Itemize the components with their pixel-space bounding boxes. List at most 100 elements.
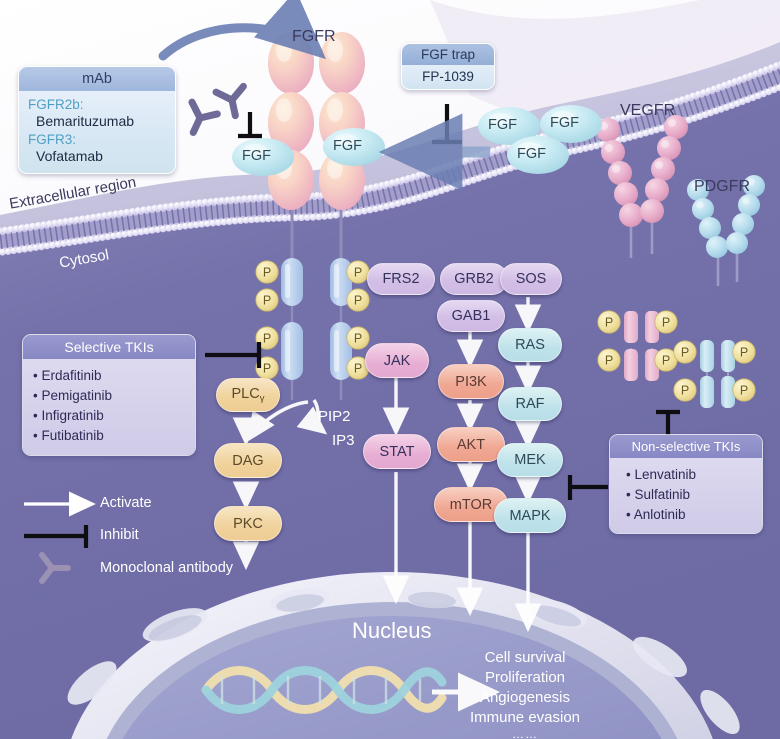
node-pi3k[interactable]: PI3K xyxy=(438,364,504,399)
vegfr-receptor xyxy=(596,115,688,258)
node-akt-label: AKT xyxy=(456,436,486,453)
node-raf-label: RAF xyxy=(515,396,545,412)
legend-antibody-label: Monoclonal antibody xyxy=(100,560,234,576)
svg-text:P: P xyxy=(354,294,362,308)
outcome-item: Angiogenesis xyxy=(479,689,571,707)
node-plc-gamma[interactable]: PLCγ xyxy=(216,378,280,412)
non-selective-tkis-header: Non-selective TKIs xyxy=(610,435,762,458)
node-mek[interactable]: MEK xyxy=(497,443,563,477)
selective-tkis-box[interactable]: Selective TKIs • Erdafitinib • Pemigatin… xyxy=(22,334,196,457)
node-mapk[interactable]: MAPK xyxy=(494,498,566,533)
node-frs2-label: FRS2 xyxy=(382,271,420,287)
svg-text:P: P xyxy=(681,384,689,398)
node-frs2[interactable]: FRS2 xyxy=(367,263,435,295)
mab-drug-1: Bemarituzumab xyxy=(36,113,135,130)
legend-inhibit-label: Inhibit xyxy=(100,527,139,543)
svg-text:P: P xyxy=(681,346,689,360)
non-selective-tki-item: • Sulfatinib xyxy=(626,486,691,502)
node-pi3k-label: PI3K xyxy=(455,373,487,390)
fgf-label-bound-left: FGF xyxy=(242,148,271,164)
fgfr-label: FGFR xyxy=(292,28,336,45)
selective-tkis-header: Selective TKIs xyxy=(23,335,195,359)
fgf-label-free-2: FGF xyxy=(550,115,579,131)
fgf-trap-body: FP-1039 xyxy=(402,65,494,90)
selective-tki-item: • Erdafitinib xyxy=(33,367,102,383)
selective-tki-item: • Infigratinib xyxy=(33,408,104,424)
pdgfr-kinase-domains xyxy=(700,340,735,408)
fgf-trap-box[interactable]: FGF trap FP-1039 xyxy=(401,43,495,91)
fgf-trap-header: FGF trap xyxy=(402,44,494,65)
node-dag-label: DAG xyxy=(232,452,264,469)
svg-text:P: P xyxy=(263,266,271,280)
nucleus-label: Nucleus xyxy=(352,618,432,643)
dna-helix xyxy=(201,666,447,714)
outcome-ellipsis: …… xyxy=(512,727,538,739)
svg-text:P: P xyxy=(354,362,362,376)
legend-antibody-icon xyxy=(39,552,71,584)
non-selective-tkis-box[interactable]: Non-selective TKIs • Lenvatinib • Sulfat… xyxy=(609,434,763,534)
fgf-ligands xyxy=(232,105,602,176)
node-gab1-label: GAB1 xyxy=(451,308,491,324)
outcome-item: Immune evasion xyxy=(469,709,581,727)
outcomes-list: Cell survival Proliferation Angiogenesis… xyxy=(460,648,590,739)
node-raf[interactable]: RAF xyxy=(498,387,562,421)
ip3-label: IP3 xyxy=(332,432,355,449)
fgf-label-bound-right: FGF xyxy=(333,138,362,154)
node-mapk-label: MAPK xyxy=(509,507,551,524)
node-akt[interactable]: AKT xyxy=(437,427,505,462)
node-stat-label: STAT xyxy=(379,443,415,460)
node-gab1[interactable]: GAB1 xyxy=(437,300,505,332)
svg-text:P: P xyxy=(740,384,748,398)
node-mtor-label: mTOR xyxy=(449,496,493,513)
node-sos[interactable]: SOS xyxy=(500,263,562,295)
svg-text:P: P xyxy=(263,294,271,308)
node-stat[interactable]: STAT xyxy=(363,434,431,469)
node-ras-label: RAS xyxy=(515,337,545,353)
node-pkc-label: PKC xyxy=(233,515,263,532)
mab-box-header: mAb xyxy=(19,67,175,91)
pdgfr-receptor xyxy=(687,175,765,286)
node-grb2[interactable]: GRB2 xyxy=(440,263,508,295)
node-jak[interactable]: JAK xyxy=(365,343,429,378)
fgf-label-free-3: FGF xyxy=(517,146,546,162)
node-dag[interactable]: DAG xyxy=(214,443,282,478)
vegfr-label: VEGFR xyxy=(620,102,676,119)
node-sos-label: SOS xyxy=(515,271,547,287)
mab-target-2: FGFR3: xyxy=(28,132,77,148)
svg-text:P: P xyxy=(740,346,748,360)
legend-inhibit-icon xyxy=(24,525,89,548)
mab-box-body: FGFR2b: Bemarituzumab FGFR3: Vofatamab xyxy=(19,91,175,174)
svg-text:P: P xyxy=(263,332,271,346)
legend-activate-label: Activate xyxy=(100,495,152,511)
pdgfr-label: PDGFR xyxy=(694,178,750,195)
node-pkc[interactable]: PKC xyxy=(214,506,282,541)
pip2-label: PIP2 xyxy=(318,408,351,425)
svg-text:P: P xyxy=(662,316,670,330)
non-selective-tki-item: • Anlotinib xyxy=(626,507,686,523)
node-grb2-label: GRB2 xyxy=(454,271,494,287)
mab-target-1: FGFR2b: xyxy=(28,97,84,112)
fgf-label-free-1: FGF xyxy=(488,117,517,133)
activation-arrows xyxy=(232,297,542,633)
mab-box[interactable]: mAb FGFR2b: Bemarituzumab FGFR3: Vofatam… xyxy=(18,66,176,175)
svg-text:P: P xyxy=(662,354,670,368)
non-selective-tki-item: • Lenvatinib xyxy=(626,466,697,482)
mab-drug-2: Vofatamab xyxy=(36,148,103,165)
outcome-item: Cell survival xyxy=(484,649,566,666)
node-jak-label: JAK xyxy=(383,352,411,369)
node-ras[interactable]: RAS xyxy=(498,328,562,362)
node-mek-label: MEK xyxy=(514,452,546,468)
selective-tkis-body: • Erdafitinib • Pemigatinib • Infigratin… xyxy=(23,359,195,456)
outcome-item: Proliferation xyxy=(484,669,566,687)
antibody-symbols xyxy=(188,82,247,137)
non-selective-tkis-body: • Lenvatinib • Sulfatinib • Anlotinib xyxy=(610,458,762,533)
svg-text:P: P xyxy=(605,354,613,368)
svg-text:P: P xyxy=(263,362,271,376)
selective-tki-item: • Futibatinib xyxy=(33,428,104,444)
svg-text:P: P xyxy=(354,332,362,346)
svg-text:P: P xyxy=(354,266,362,280)
svg-text:P: P xyxy=(605,316,613,330)
